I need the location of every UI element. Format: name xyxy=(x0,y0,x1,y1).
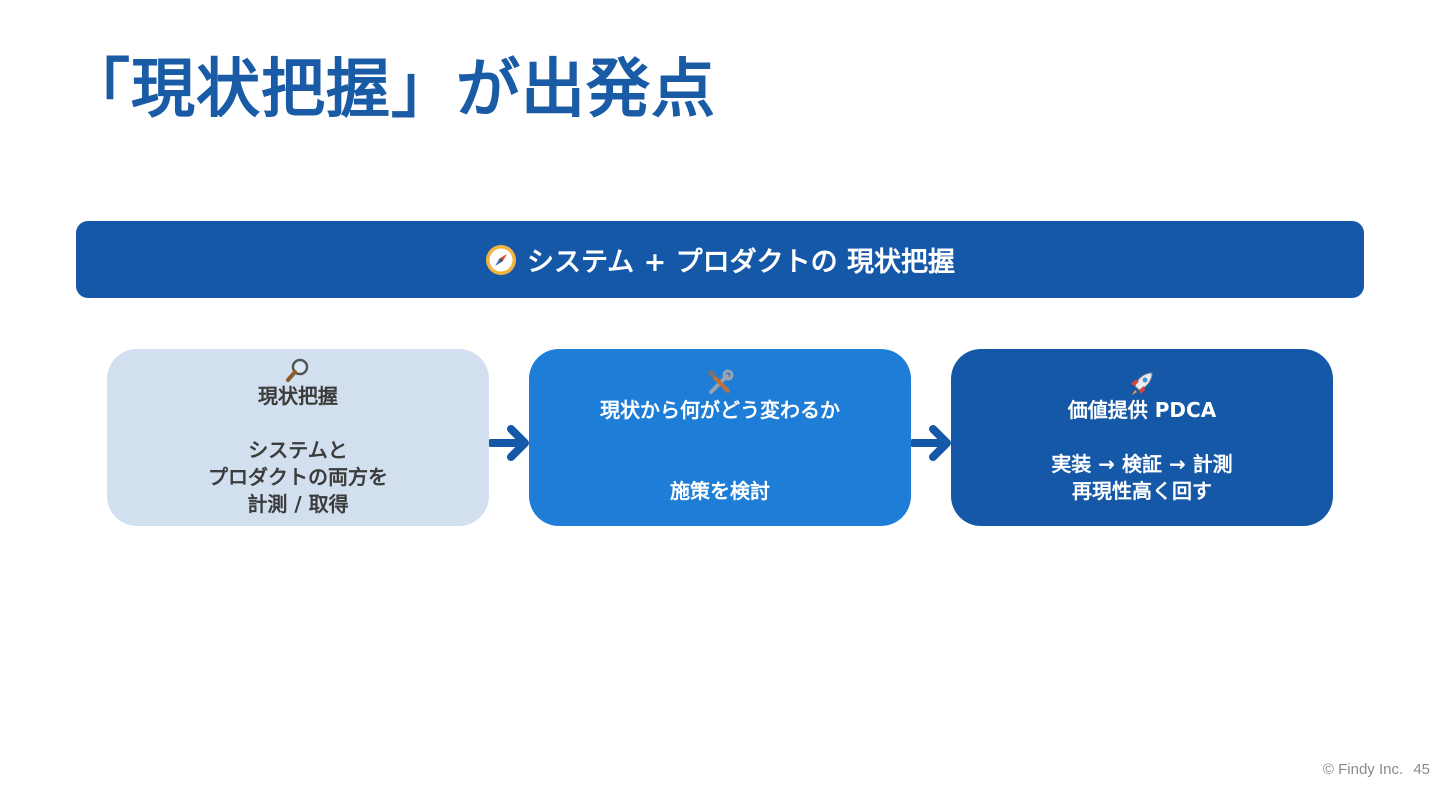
right-arrow-icon xyxy=(909,423,953,467)
tools-icon xyxy=(706,369,734,397)
summary-banner: システム + プロダクトの 現状把握 xyxy=(76,221,1364,298)
page-number: 45 xyxy=(1413,761,1430,778)
banner-text: システム + プロダクトの 現状把握 xyxy=(526,247,955,278)
step-card-pdca: 価値提供 PDCA 実装 → 検証 → 計測 再現性高く回す xyxy=(951,349,1333,526)
step-card-plan: 現状から何がどう変わるか 施策を検討 xyxy=(529,349,911,526)
copyright-text: © Findy Inc. xyxy=(1322,761,1404,778)
compass-icon xyxy=(485,244,517,276)
right-arrow-icon xyxy=(487,423,531,467)
rocket-icon xyxy=(1128,369,1156,397)
card-body: 施策を検討 xyxy=(670,479,770,503)
card-heading: 現状から何がどう変わるか xyxy=(600,398,840,422)
step-card-current-state: 現状把握 システムと プロダクトの両方を 計測 / 取得 xyxy=(107,349,489,526)
slide-title: 「現状把握」が出発点 xyxy=(66,53,716,127)
footer: © Findy Inc. 45 xyxy=(1317,761,1430,778)
card-heading: 価値提供 PDCA xyxy=(1067,398,1217,422)
card-body: システムと プロダクトの両方を 計測 / 取得 xyxy=(208,438,388,516)
card-heading: 現状把握 xyxy=(258,384,338,408)
magnifier-icon xyxy=(285,357,311,383)
card-body: 実装 → 検証 → 計測 再現性高く回す xyxy=(1051,452,1233,503)
